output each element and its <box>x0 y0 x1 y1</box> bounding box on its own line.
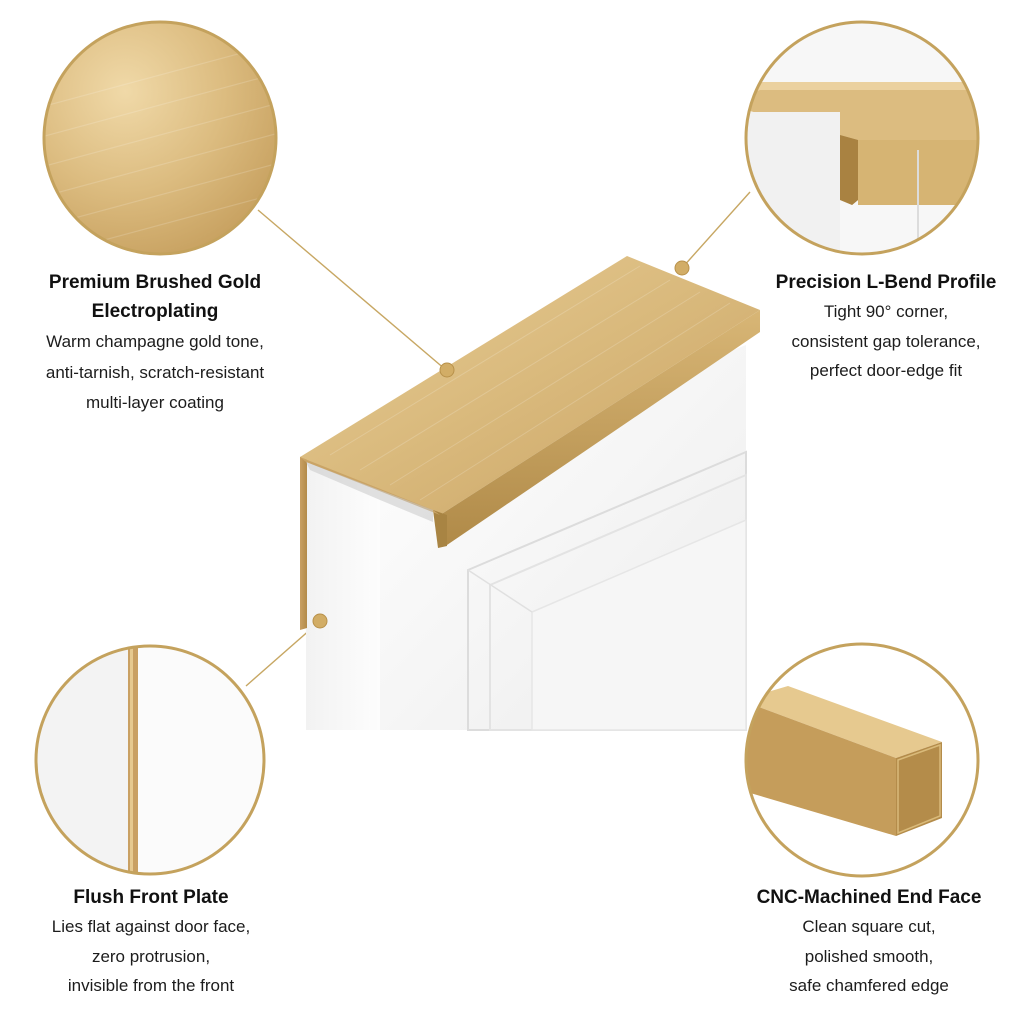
door-panel-bevel <box>467 569 533 613</box>
callout-brushed-gold: Premium Brushed Gold Electroplating Warm… <box>20 268 290 418</box>
detail-circle-cnc <box>744 642 980 878</box>
anchor-dot-brushed <box>439 362 455 378</box>
callout-title: Flush Front Plate <box>73 887 229 908</box>
handle-lip-end <box>433 510 447 548</box>
brushed-texture <box>329 265 731 501</box>
detail-circle-lbend <box>744 20 980 256</box>
door-side-edge <box>306 462 380 730</box>
leader-line-lbend <box>681 191 751 269</box>
callout-title: Precision L-Bend Profile <box>775 272 997 293</box>
detail-circle-brushed <box>42 20 278 256</box>
anchor-dots <box>312 260 690 629</box>
callout-flush-plate: Flush Front Plate Lies flat against door… <box>20 883 282 1001</box>
callout-title: CNC-Machined End Face <box>756 887 982 908</box>
callout-title: Premium Brushed Gold Electroplating <box>48 272 262 322</box>
handle-inner-shadow <box>306 462 433 522</box>
handle-lip <box>440 310 760 545</box>
callout-cnc-end-face: CNC-Machined End Face Clean square cut, … <box>735 883 1003 1001</box>
callout-line: Tight 90° corner, <box>823 302 949 321</box>
callout-line: safe chamfered edge <box>789 976 949 995</box>
callout-line: Lies flat against door face, <box>51 917 251 936</box>
callout-line: Warm champagne gold tone, <box>46 332 264 351</box>
callout-l-bend: Precision L-Bend Profile Tight 90° corne… <box>755 268 1017 386</box>
callout-line: anti-tarnish, scratch-resistant <box>45 362 265 382</box>
callout-line: invisible from the front <box>67 976 235 995</box>
door-panel <box>306 345 747 731</box>
callout-line: polished smooth, <box>804 946 934 966</box>
callout-line: multi-layer coating <box>86 393 224 412</box>
callout-line: zero protrusion, <box>91 946 211 966</box>
detail-circle-flush <box>34 644 266 876</box>
anchor-dot-lbend <box>674 260 690 276</box>
leader-line-brushed <box>257 209 447 371</box>
handle-top-face <box>300 256 760 515</box>
callout-line: consistent gap tolerance, <box>791 331 981 351</box>
handle-profile <box>300 256 760 630</box>
callout-line: perfect door-edge fit <box>809 361 963 380</box>
anchor-dot-flush <box>312 613 328 629</box>
callout-line: Clean square cut, <box>802 917 936 936</box>
handle-front-plate <box>300 455 307 630</box>
door-raised-panel-field <box>531 518 747 731</box>
